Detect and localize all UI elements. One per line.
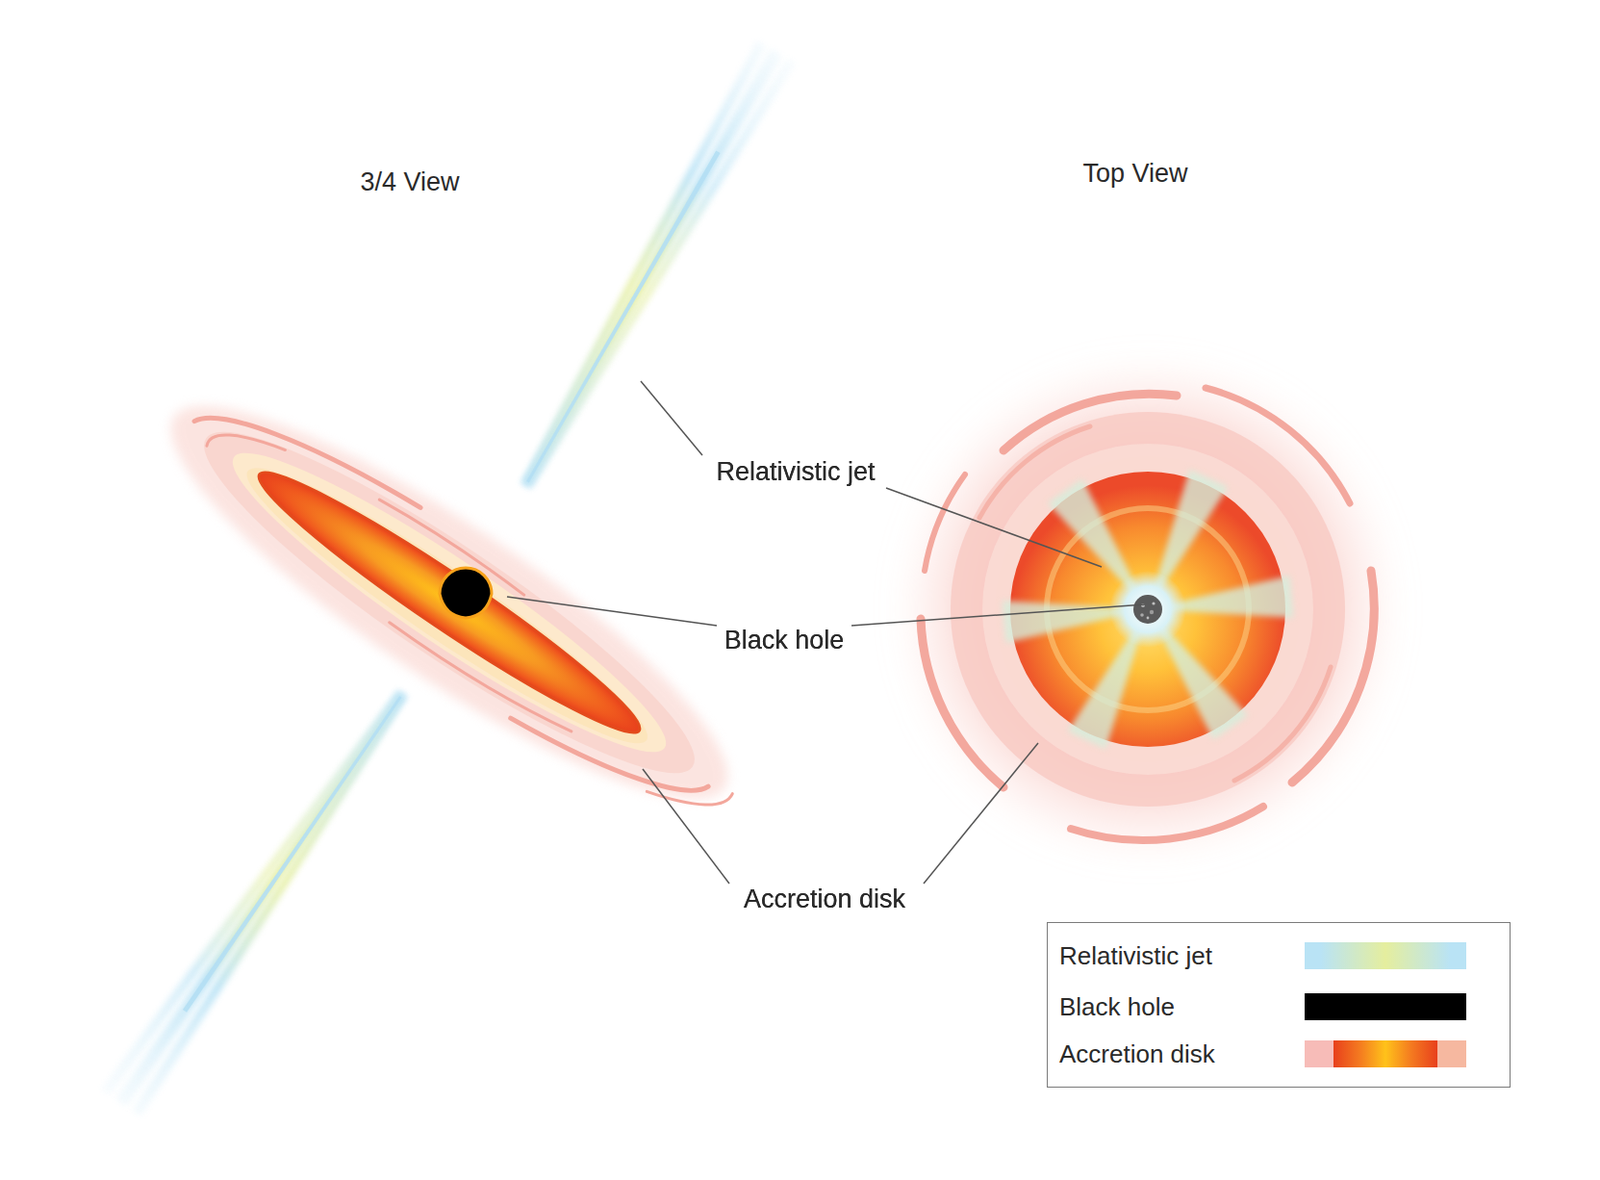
legend-text: Accretion disk xyxy=(1059,1039,1216,1069)
legend-row: Accretion disk xyxy=(1047,1039,1510,1068)
accretion-disk-34 xyxy=(228,442,666,769)
leader-line xyxy=(851,604,1145,626)
accretion-disk-top xyxy=(1149,609,1154,614)
legend-text: Relativistic jet xyxy=(1059,940,1213,971)
accretion-disk-34 xyxy=(130,353,776,858)
accretion-disk-34 xyxy=(205,411,285,484)
leader-line xyxy=(640,380,703,456)
leader-lines xyxy=(507,380,1145,884)
jet-lower xyxy=(101,679,402,1102)
jet-upper xyxy=(507,41,796,497)
jet-lower xyxy=(115,688,408,1106)
legend-swatch xyxy=(1304,1040,1467,1067)
accretion-disk-34 xyxy=(510,673,709,832)
accretion-disk-34 xyxy=(244,452,655,754)
accretion-disk-top xyxy=(892,354,1403,864)
jet-upper xyxy=(520,49,783,489)
accretion-disk-top xyxy=(982,443,1314,775)
leader-line xyxy=(886,487,1102,567)
jet-lower xyxy=(101,679,422,1117)
accretion-disk-top xyxy=(924,474,966,571)
callout-label: Black hole xyxy=(724,624,845,656)
accretion-disk-34 xyxy=(130,353,768,852)
accretion-disk-top xyxy=(892,354,1403,864)
legend-row: Relativistic jet xyxy=(1047,940,1510,970)
view-heading: 3/4 View xyxy=(359,166,459,198)
accretion-disk-top xyxy=(950,411,1346,807)
accretion-disk-top xyxy=(1151,601,1155,605)
jet-upper xyxy=(507,41,776,485)
legend-box: Relativistic jetBlack holeAccretion disk xyxy=(1046,921,1511,1088)
accretion-disk-top xyxy=(1133,594,1163,624)
black-hole-34 xyxy=(439,567,492,618)
accretion-disk-34 xyxy=(388,612,571,741)
jet-lower xyxy=(122,693,423,1117)
legend-text: Black hole xyxy=(1059,991,1175,1022)
accretion-disk-top xyxy=(1146,616,1150,620)
jet-upper xyxy=(527,52,796,497)
leader-line xyxy=(923,742,1039,884)
leader-line xyxy=(642,768,730,884)
jet-lower xyxy=(182,695,403,1013)
jet-rays-top xyxy=(1002,469,1295,749)
accretion-disk-top xyxy=(1003,393,1177,451)
legend-swatch xyxy=(1304,992,1467,1020)
callout-label: Relativistic jet xyxy=(715,456,875,487)
accretion-disk-top xyxy=(1070,806,1264,840)
accretion-disk-top xyxy=(1140,612,1144,617)
jet-upper xyxy=(525,151,720,483)
black-hole-34 xyxy=(439,567,492,618)
accretion-disk-34 xyxy=(175,391,725,813)
callout-label: Accretion disk xyxy=(743,883,906,915)
accretion-disk-34 xyxy=(210,422,689,784)
view-heading: Top View xyxy=(1082,157,1188,189)
legend-row: Black hole xyxy=(1047,991,1510,1021)
jet-rays-top xyxy=(1130,596,1248,739)
accretion-disk-top xyxy=(1109,570,1187,648)
legend-swatch xyxy=(1304,941,1467,969)
accretion-disk-34 xyxy=(194,375,421,553)
leader-line xyxy=(507,596,717,626)
